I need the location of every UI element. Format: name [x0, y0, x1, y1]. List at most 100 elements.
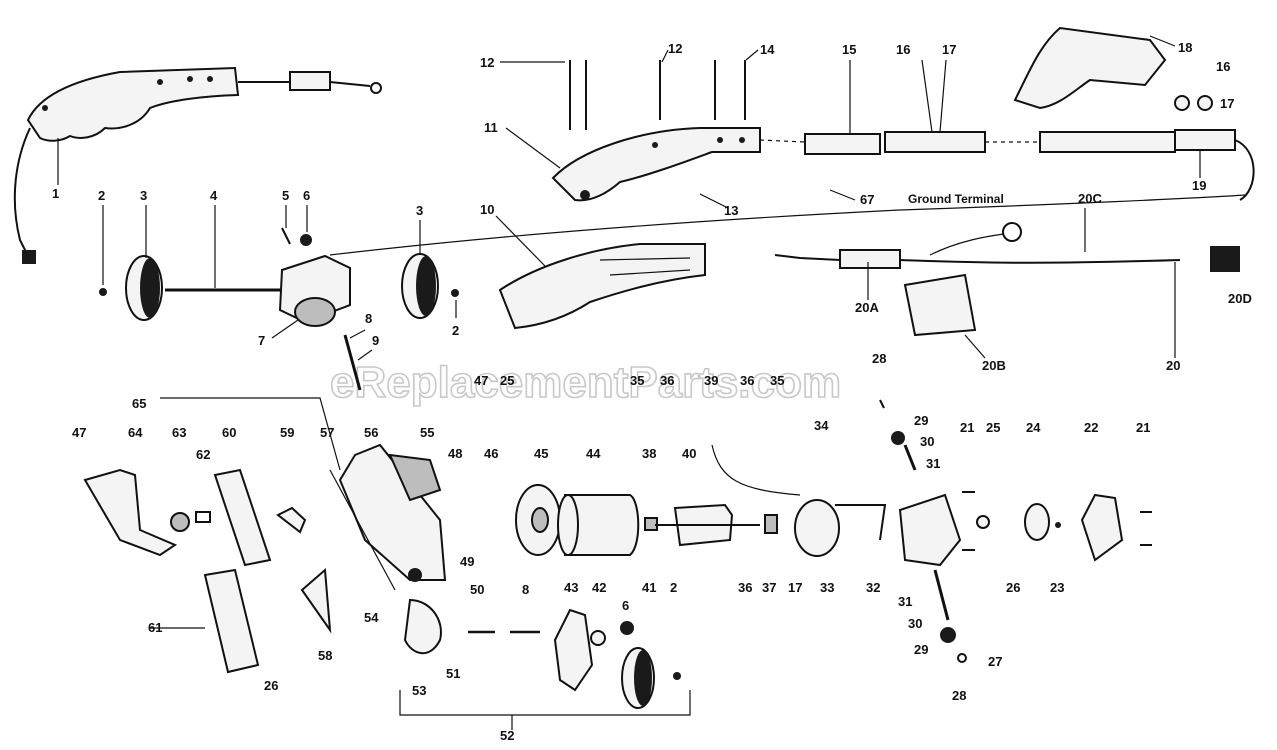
- bottom-drive-parts: [300, 397, 691, 716]
- callout-39: 39: [704, 373, 718, 388]
- callout-62: 62: [196, 447, 210, 462]
- callout-56: 56: [364, 425, 378, 440]
- callout-20d: 20D: [1228, 291, 1252, 306]
- callout-55: 55: [420, 425, 434, 440]
- callout-27: 27: [988, 654, 1002, 669]
- callout-28b: 28: [952, 688, 966, 703]
- callout-20c: 20C: [1078, 191, 1102, 206]
- callout-10: 10: [480, 202, 494, 217]
- callout-26: 26: [1006, 580, 1020, 595]
- callout-8b: 8: [522, 582, 529, 597]
- callout-23: 23: [1050, 580, 1064, 595]
- callout-21b: 21: [1136, 420, 1150, 435]
- callout-20a: 20A: [855, 300, 879, 315]
- callout-26b: 26: [264, 678, 278, 693]
- callout-54: 54: [364, 610, 379, 625]
- callout-13: 13: [724, 203, 738, 218]
- callout-21: 21: [960, 420, 974, 435]
- callout-40: 40: [682, 446, 696, 461]
- callout-37: 37: [762, 580, 776, 595]
- callout-34: 34: [814, 418, 829, 433]
- callout-labels: 1 2 3 4 5 6 3 2 7 8 9 10 11 12 12 13 14 …: [52, 40, 1252, 743]
- callout-12: 12: [480, 55, 494, 70]
- callout-18: 18: [1178, 40, 1192, 55]
- tube-sections: [569, 26, 1255, 201]
- callout-6: 6: [303, 188, 310, 203]
- callout-30b: 30: [908, 616, 922, 631]
- callout-25: 25: [500, 373, 514, 388]
- power-cord: [329, 194, 1246, 337]
- callout-36c: 36: [738, 580, 752, 595]
- callout-52: 52: [500, 728, 514, 743]
- callout-3: 3: [140, 188, 147, 203]
- callout-4: 4: [210, 188, 218, 203]
- callout-15: 15: [842, 42, 856, 57]
- callout-42: 42: [592, 580, 606, 595]
- callout-22: 22: [1084, 420, 1098, 435]
- callout-9: 9: [372, 333, 379, 348]
- callout-65: 65: [132, 396, 146, 411]
- callout-19: 19: [1192, 178, 1206, 193]
- callout-36b: 36: [740, 373, 754, 388]
- callout-31b: 31: [898, 594, 912, 609]
- callout-48: 48: [448, 446, 462, 461]
- callout-47b: 47: [474, 373, 488, 388]
- callout-32: 32: [866, 580, 880, 595]
- callout-67: 67: [860, 192, 874, 207]
- callout-2: 2: [98, 188, 105, 203]
- callout-12b: 12: [668, 41, 682, 56]
- callout-17: 17: [942, 42, 956, 57]
- callout-5: 5: [282, 188, 289, 203]
- callout-60: 60: [222, 425, 236, 440]
- callout-53: 53: [412, 683, 426, 698]
- callout-30: 30: [920, 434, 934, 449]
- callout-45: 45: [534, 446, 548, 461]
- callout-44: 44: [586, 446, 601, 461]
- motor-parts: [515, 444, 1152, 567]
- callout-51: 51: [446, 666, 460, 681]
- callout-28: 28: [872, 351, 886, 366]
- callout-2c: 2: [670, 580, 677, 595]
- brush-assemblies: [879, 399, 967, 663]
- callout-38: 38: [642, 446, 656, 461]
- callout-14: 14: [760, 42, 775, 57]
- callout-29b: 29: [914, 642, 928, 657]
- ground-terminal-label: Ground Terminal: [908, 192, 1004, 206]
- callout-17c: 17: [788, 580, 802, 595]
- callout-8: 8: [365, 311, 372, 326]
- callout-24: 24: [1026, 420, 1041, 435]
- callout-57: 57: [320, 425, 334, 440]
- callout-11: 11: [484, 120, 498, 135]
- callout-7: 7: [258, 333, 265, 348]
- callout-20: 20: [1166, 358, 1180, 373]
- callout-3b: 3: [416, 203, 423, 218]
- callout-17b: 17: [1220, 96, 1234, 111]
- callout-35b: 35: [770, 373, 784, 388]
- callout-33: 33: [820, 580, 834, 595]
- callout-46: 46: [484, 446, 498, 461]
- callout-43: 43: [564, 580, 578, 595]
- callout-41: 41: [642, 580, 656, 595]
- callout-36: 36: [660, 373, 674, 388]
- callout-20b: 20B: [982, 358, 1006, 373]
- callout-29: 29: [914, 413, 928, 428]
- callout-2b: 2: [452, 323, 459, 338]
- callout-64: 64: [128, 425, 143, 440]
- callout-16b: 16: [1216, 59, 1230, 74]
- handle-assembly-with-cord: [13, 66, 382, 264]
- axle-and-wheels: [99, 227, 459, 391]
- leader-lines: [57, 35, 1201, 730]
- watermark: eReplacementParts.com: [330, 358, 841, 407]
- callout-25b: 25: [986, 420, 1000, 435]
- callout-49: 49: [460, 554, 474, 569]
- callout-47: 47: [72, 425, 86, 440]
- callout-58: 58: [318, 648, 332, 663]
- motor-housing-left: [83, 443, 447, 674]
- callout-50: 50: [470, 582, 484, 597]
- callout-31: 31: [926, 456, 940, 471]
- callout-6b: 6: [622, 598, 629, 613]
- callout-59: 59: [280, 425, 294, 440]
- callout-16: 16: [896, 42, 910, 57]
- callout-1: 1: [52, 186, 59, 201]
